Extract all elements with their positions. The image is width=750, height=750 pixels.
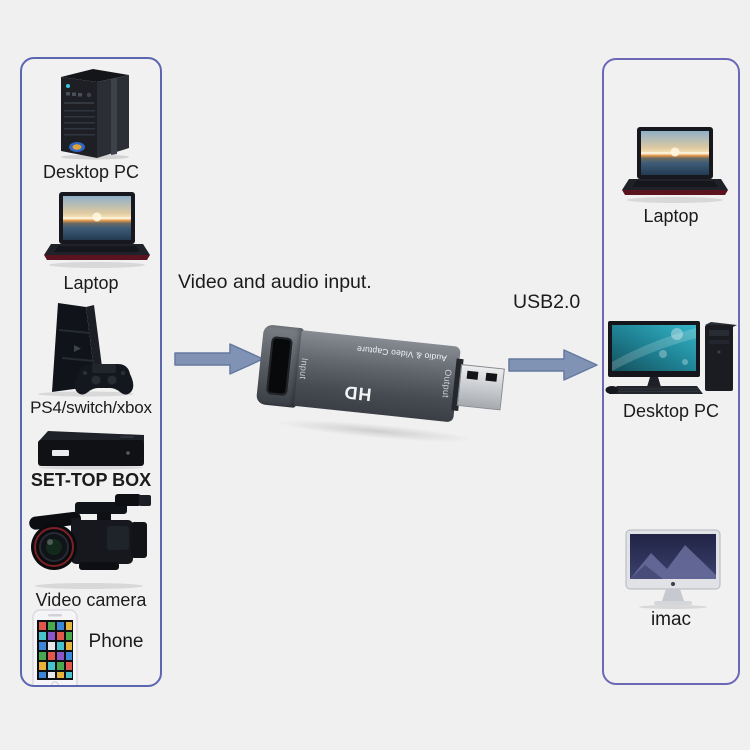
right-arrow-icon <box>508 349 598 381</box>
right-arrow-icon <box>174 343 264 375</box>
video-camera-icon <box>29 494 151 589</box>
input-caption: Video and audio input. <box>178 271 372 293</box>
smartphone-icon <box>32 609 78 685</box>
hdmi-port <box>265 336 293 396</box>
desktop-set-icon <box>605 321 737 394</box>
input-port-label: Input <box>297 357 310 380</box>
output-label-desktop-pc: Desktop PC <box>622 401 720 421</box>
usb-contact <box>466 370 479 380</box>
laptop-icon <box>622 127 728 203</box>
game-console-icon <box>38 303 134 397</box>
usb-plug <box>456 364 505 411</box>
device-body: Input HD Audio & Video Capture Output <box>293 330 461 423</box>
usb-contact <box>485 372 498 382</box>
output-label-laptop: Laptop <box>643 206 699 226</box>
source-label-video-camera: Video camera <box>35 590 147 610</box>
source-label-desktop-pc: Desktop PC <box>42 162 140 182</box>
source-label-ps4-switch-xbox: PS4/switch/xbox <box>30 398 152 417</box>
laptop-icon <box>44 192 150 268</box>
hd-logo: HD <box>342 381 373 405</box>
source-label-phone: Phone <box>88 631 144 652</box>
output-label-imac: imac <box>650 609 692 630</box>
desktop-tower-icon <box>61 69 129 160</box>
source-devices-panel: Desktop PC Laptop PS4/ <box>20 57 162 687</box>
output-devices-panel: Laptop Desktop PC <box>602 58 740 685</box>
source-label-set-top-box: SET-TOP BOX <box>30 470 152 490</box>
output-caption: USB2.0 <box>513 291 581 313</box>
imac-icon <box>625 529 721 609</box>
set-top-box-icon <box>38 431 144 470</box>
source-label-laptop: Laptop <box>63 273 119 293</box>
capture-card-device: Input HD Audio & Video Capture Output <box>255 324 509 429</box>
